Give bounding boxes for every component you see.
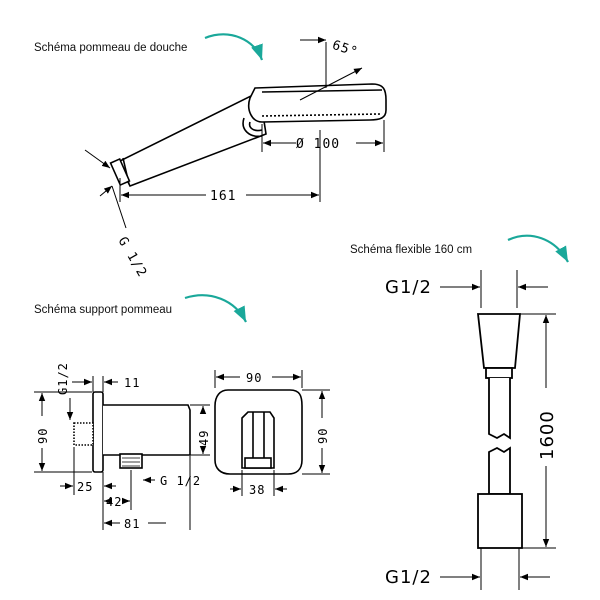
- holder-thread-top-label: G1/2: [56, 362, 70, 395]
- holder-d42-label: 42: [106, 495, 122, 509]
- holder-side-drawing: [73, 391, 191, 473]
- holder-d81-label: 81: [124, 517, 140, 531]
- shower-angle-label: 65°: [330, 38, 360, 60]
- holder-caption: Schéma support pommeau: [34, 304, 173, 316]
- hose-thread-top-label: G1/2: [385, 277, 432, 298]
- curved-arrow-icon: [184, 294, 247, 323]
- holder-front-drawing: [214, 389, 303, 475]
- shower-length-label: 161: [210, 189, 236, 204]
- holder-height-label: 90: [36, 428, 50, 444]
- hose-length-label: 1600: [537, 410, 558, 460]
- shower-head-drawing: [109, 83, 387, 188]
- shower-thread-label: G 1/2: [115, 235, 150, 281]
- front-height-label: 90: [316, 428, 330, 444]
- curved-arrow-icon: [507, 234, 569, 263]
- holder-thread-bottom-label: G 1/2: [160, 474, 201, 488]
- hose-drawing: [476, 270, 523, 590]
- front-width-label: 90: [246, 371, 262, 385]
- hose-thread-bottom-label: G1/2: [385, 567, 432, 588]
- shower-head-caption: Schéma pommeau de douche: [34, 42, 188, 54]
- shower-diameter-label: Ø 100: [296, 137, 340, 152]
- holder-plate-label: 11: [124, 376, 140, 390]
- holder-cup-height-label: 49: [197, 430, 211, 446]
- curved-arrow-icon: [204, 33, 264, 61]
- front-slot-width-label: 38: [249, 483, 265, 497]
- hose-caption: Schéma flexible 160 cm: [350, 244, 473, 256]
- holder-d25-label: 25: [77, 480, 93, 494]
